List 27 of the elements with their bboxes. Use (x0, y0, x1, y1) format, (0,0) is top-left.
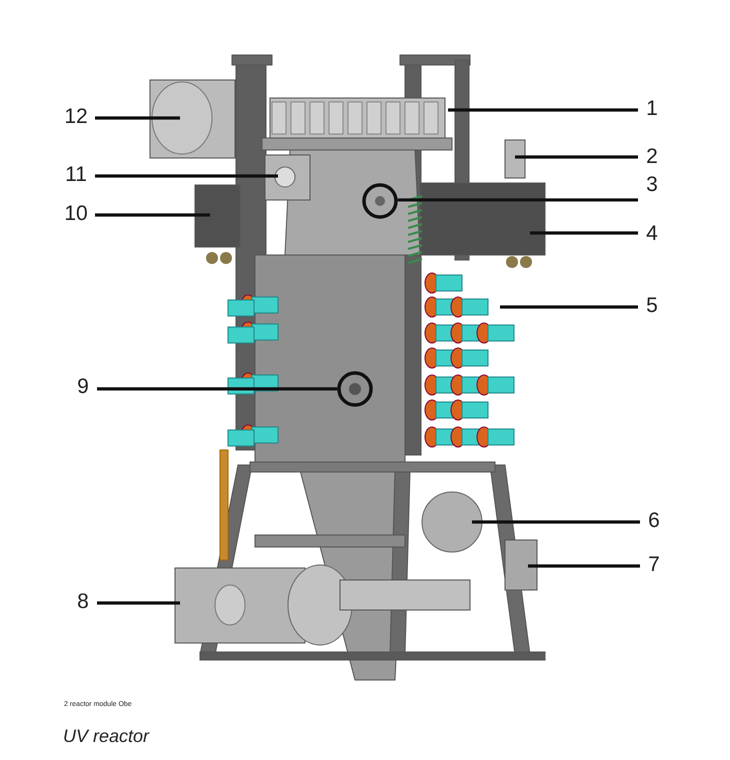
leader-line (97, 601, 180, 605)
leader-line (95, 213, 210, 217)
leader-line (448, 108, 638, 112)
highlight-circle (337, 371, 373, 407)
caption: UV reactor (63, 726, 150, 747)
leader-line (95, 116, 180, 120)
callout-number: 9 (72, 375, 94, 399)
callout-number: 1 (641, 97, 663, 121)
leader-line (398, 198, 638, 202)
highlight-circle (362, 183, 398, 219)
callout-number: 3 (641, 173, 663, 197)
leader-line (472, 520, 640, 524)
callout-number: 7 (643, 553, 665, 577)
callout-number: 6 (643, 509, 665, 533)
leader-line (97, 387, 338, 390)
leader-line (95, 174, 278, 178)
callout-number: 11 (60, 163, 92, 187)
callout-number: 8 (72, 590, 94, 614)
callout-number: 5 (641, 294, 663, 318)
callout-number: 4 (641, 222, 663, 246)
callout-number: 2 (641, 145, 663, 169)
leader-line (528, 564, 640, 568)
leader-line (515, 155, 638, 159)
leader-line (500, 305, 638, 309)
leader-line (530, 231, 638, 235)
callout-number: 12 (60, 105, 92, 129)
callout-number: 10 (60, 202, 92, 226)
